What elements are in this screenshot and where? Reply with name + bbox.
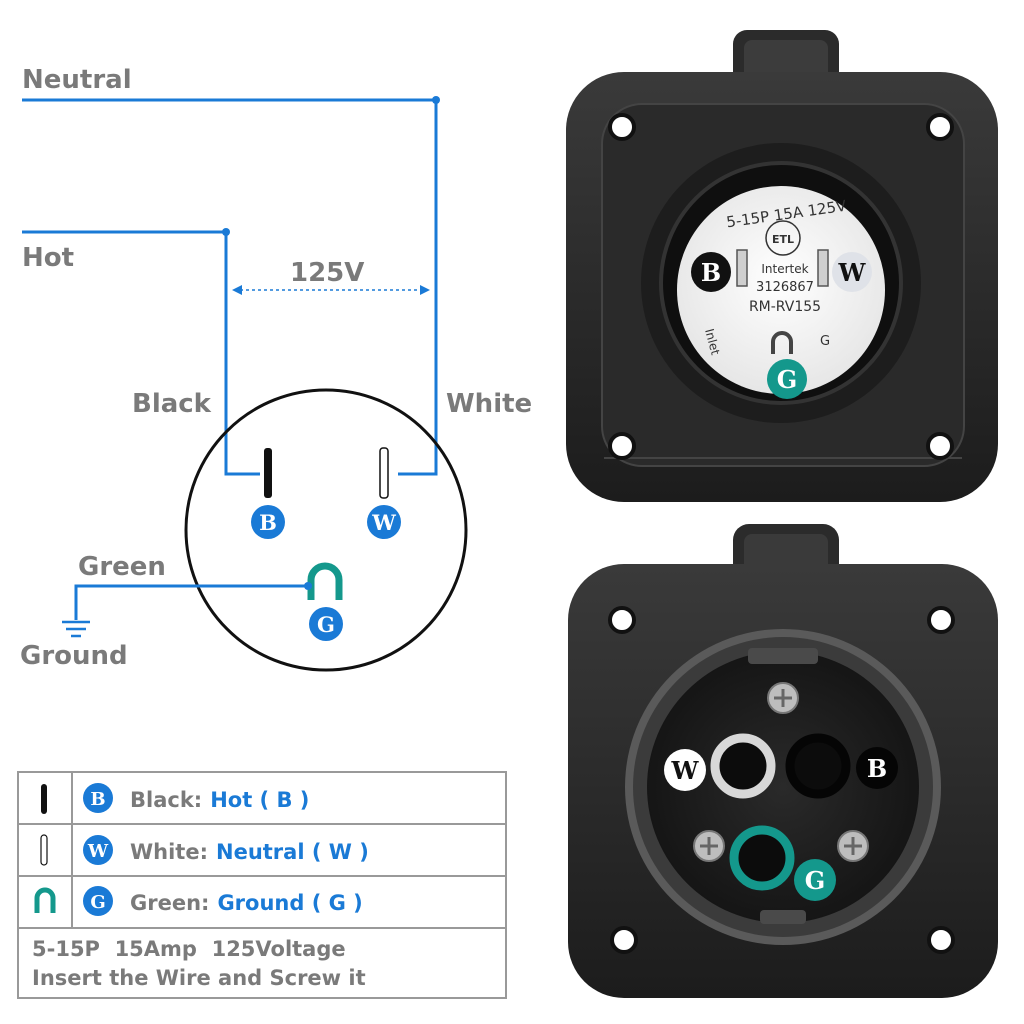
legend-row-hot: Black: Hot ( B ) xyxy=(130,788,309,812)
hot-wire xyxy=(22,230,260,476)
front-brand-text: Intertek xyxy=(761,262,808,276)
badge-g-letter: G xyxy=(317,612,335,637)
green-wire-dot xyxy=(304,582,312,590)
front-badge-b-circle xyxy=(691,252,731,292)
ground-symbol-icon xyxy=(62,620,90,638)
hot-blade xyxy=(264,448,272,498)
neutral-junction-dot xyxy=(432,96,440,104)
neutral-label: Neutral xyxy=(22,65,132,95)
legend-neutral-blade-icon xyxy=(40,834,48,866)
front-inlet-product xyxy=(566,30,998,502)
front-badge-w: W xyxy=(838,258,867,287)
front-ground-slot xyxy=(771,331,793,354)
legend-note-line2: Insert the Wire and Screw it xyxy=(32,966,366,990)
back-screw-top-icon xyxy=(767,682,799,714)
back-badge-b-circle xyxy=(856,747,898,789)
badge-b-circle xyxy=(251,505,285,539)
hot-junction-dot xyxy=(222,228,230,236)
badge-g-circle xyxy=(309,607,343,641)
front-screw-hole-br xyxy=(926,432,954,460)
badge-b-letter: B xyxy=(259,510,277,535)
legend-g-circle xyxy=(83,886,113,916)
back-screw-hole-bl xyxy=(610,926,638,954)
legend-g-letter: G xyxy=(90,892,105,913)
voltage-arrow-right-icon xyxy=(420,285,430,295)
green-label: Green xyxy=(78,552,166,582)
front-model-text: RM-RV155 xyxy=(749,299,821,315)
back-ground-terminal xyxy=(729,825,795,891)
back-inlet-product xyxy=(568,524,998,998)
white-label: White xyxy=(446,389,532,419)
legend-black-name: Black: xyxy=(130,788,202,812)
front-badge-g: G xyxy=(777,365,798,394)
badge-w-circle xyxy=(367,505,401,539)
front-screw-hole-tr xyxy=(926,113,954,141)
etl-mark-text-icon: ETL xyxy=(772,233,794,246)
back-badge-w: W xyxy=(671,756,700,785)
legend-green-name: Green: xyxy=(130,891,209,915)
badge-w-letter: W xyxy=(371,510,396,535)
front-badge-g-circle xyxy=(767,359,807,399)
voltage-arrow-left-icon xyxy=(232,285,242,295)
back-badge-w-circle xyxy=(664,749,706,791)
back-screw-left-icon xyxy=(693,830,725,862)
legend-b-letter: B xyxy=(90,789,105,810)
front-neutral-slot xyxy=(817,249,829,287)
front-cert-text: 3126867 xyxy=(756,280,814,295)
back-neutral-terminal xyxy=(710,733,776,799)
ground-pin xyxy=(307,562,343,600)
ground-label: Ground xyxy=(20,641,128,671)
front-hot-slot xyxy=(736,249,748,287)
legend-hot-blade-icon xyxy=(41,784,47,814)
legend-white-name: White: xyxy=(130,840,208,864)
front-screw-hole-bl xyxy=(608,432,636,460)
front-screw-hole-tl xyxy=(608,113,636,141)
legend-w-letter: W xyxy=(87,841,109,862)
black-label: Black xyxy=(132,389,212,419)
front-inlet-face xyxy=(677,186,885,394)
legend-ground-pin-icon xyxy=(34,887,56,913)
voltage-label: 125V xyxy=(290,258,364,288)
plug-face-outline xyxy=(184,388,468,672)
legend-hot-meaning: Hot ( B ) xyxy=(210,788,309,812)
back-screw-hole-br xyxy=(927,926,955,954)
legend-row-ground: Green: Ground ( G ) xyxy=(130,891,363,915)
front-badge-b: B xyxy=(701,258,721,287)
back-hot-terminal xyxy=(785,733,851,799)
legend-w-circle xyxy=(83,835,113,865)
front-inlet-word: Inlet xyxy=(702,327,722,357)
back-badge-b: B xyxy=(867,754,887,783)
legend-ground-meaning: Ground ( G ) xyxy=(217,891,362,915)
legend-row-neutral: White: Neutral ( W ) xyxy=(130,840,369,864)
etl-mark-icon xyxy=(765,220,801,256)
back-screw-right-icon xyxy=(837,830,869,862)
neutral-wire xyxy=(22,98,438,476)
green-wire xyxy=(74,584,308,620)
legend-neutral-meaning: Neutral ( W ) xyxy=(216,840,369,864)
hot-label: Hot xyxy=(22,243,74,273)
back-screw-hole-tl xyxy=(608,606,636,634)
back-badge-g: G xyxy=(805,866,826,895)
back-screw-hole-tr xyxy=(927,606,955,634)
front-ground-mark: G xyxy=(820,334,830,349)
legend-b-circle xyxy=(83,783,113,813)
neutral-blade xyxy=(379,447,389,499)
legend-note-line1: 5-15P 15Amp 125Voltage xyxy=(32,937,346,961)
back-badge-g-circle xyxy=(794,859,836,901)
front-badge-w-circle xyxy=(832,252,872,292)
